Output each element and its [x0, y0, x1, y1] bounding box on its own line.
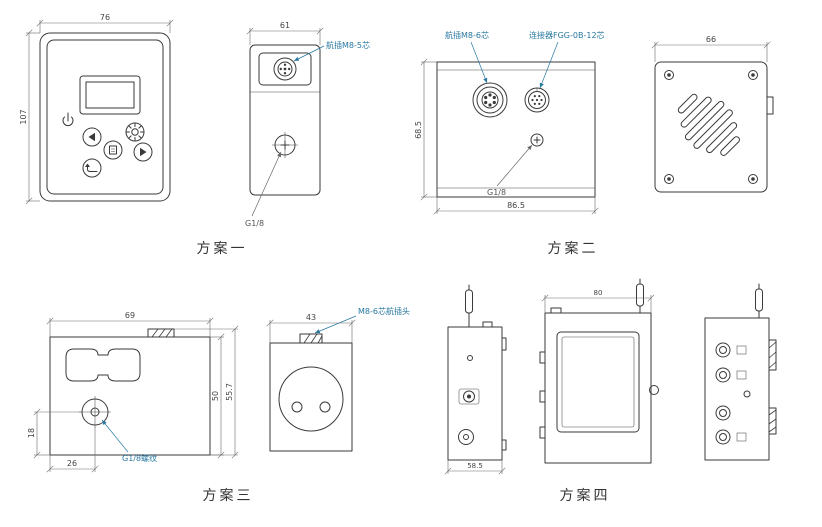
p2-front-height-dimension: 68.5 [414, 58, 437, 201]
return-button [82, 158, 102, 178]
side-tab [766, 96, 774, 115]
panel-connector-icon [458, 388, 480, 405]
p2-connector2-label: 连接器FGG-0B-12芯 [529, 30, 605, 40]
p4-left-width-dimension: 58.5 [444, 460, 506, 475]
p1-connector-label: 航插M8-5芯 [326, 40, 370, 50]
p3-front-total-height-text: 55.7 [225, 383, 234, 401]
m8-connector-icon [273, 57, 297, 81]
p3-port-x-dimension: 26 [46, 427, 99, 473]
corner-screw-icon [664, 70, 758, 184]
p2-port-leader [496, 144, 533, 187]
power-icon [62, 112, 74, 126]
buzzer-icon [458, 429, 474, 445]
antenna-icon [755, 283, 763, 319]
vent-slots [677, 93, 740, 156]
m8-6pin-connector-icon [472, 82, 508, 118]
side-tab [539, 426, 546, 439]
p1-port-label: G1/8 [245, 219, 264, 228]
p2-side-width-text: 66 [706, 35, 716, 44]
label-plate [736, 370, 747, 380]
display-screen [556, 331, 640, 433]
side-tab [539, 390, 546, 403]
g18-threaded-port-icon [79, 396, 111, 428]
p3-connector-label: M8-6芯航插头 [358, 306, 410, 316]
antenna-icon [465, 284, 473, 328]
p1-front-height-dimension: 107 [19, 29, 40, 205]
socket-face-icon [278, 366, 344, 432]
label-plate [736, 432, 747, 442]
p2-side-width-dimension: 66 [651, 35, 771, 62]
p3-side-width-dimension: 43 [266, 313, 356, 343]
proposal1-front-view: 76 107 [19, 13, 174, 205]
p3-port-leader [101, 419, 129, 453]
handle-cutout [65, 348, 141, 382]
display-screen [79, 75, 141, 115]
p3-port-x-text: 26 [67, 459, 77, 468]
indicator-led-icon [467, 355, 473, 361]
p1-side-width-text: 61 [280, 21, 290, 30]
proposal4-left-view: 58.5 [444, 284, 507, 475]
proposal4-front-view: 80 [539, 278, 659, 464]
p2-connector1-label: 航插M8-6芯 [445, 30, 489, 40]
edge-connector-block [768, 339, 777, 371]
p1-port-leader [251, 151, 282, 217]
p3-connector-leader [314, 315, 357, 334]
p2-front-width-text: 86.5 [507, 201, 525, 210]
proposal3-side-view: M8-6芯航插头 43 [266, 306, 410, 452]
proposal2-side-view: 66 [651, 35, 774, 193]
p2-connector1-leader [470, 41, 488, 84]
p1-front-height-text: 107 [19, 109, 28, 124]
p3-front-height-text: 50 [211, 391, 220, 401]
p4-left-width-text: 58.5 [467, 462, 483, 470]
top-tab [482, 321, 493, 328]
proposal1-side-view: 航插M8-5芯 G1/8 61 [245, 21, 370, 228]
indicator-led-icon [743, 390, 751, 398]
p1-connector-leader [293, 45, 325, 62]
p3-port-offset-dimension: 18 [27, 408, 82, 459]
p3-front-width-dimension: 69 [46, 311, 214, 337]
p4-front-width-dimension: 80 [541, 289, 655, 313]
antenna-icon [636, 278, 644, 314]
p4-front-width-text: 80 [594, 289, 603, 297]
p1-front-width-text: 76 [100, 13, 110, 22]
settings-gear-button [125, 122, 145, 142]
p3-port-offset-text: 18 [27, 428, 36, 438]
proposal4-right-view [704, 283, 777, 461]
proposal2-title: 方案二 [548, 240, 599, 257]
p2-front-height-text: 68.5 [414, 121, 423, 139]
p3-front-height-dimension: 50 [210, 333, 225, 459]
proposal3-title: 方案三 [203, 487, 254, 504]
p3-front-width-text: 69 [125, 311, 135, 320]
left-arrow-button [82, 127, 102, 147]
side-tab [539, 351, 546, 364]
p1-side-width-dimension: 61 [246, 21, 324, 45]
proposal3-front-view: G1/8螺纹 69 50 55.7 18 [27, 311, 239, 473]
top-connector-block [147, 328, 175, 338]
g18-port-icon [272, 132, 298, 158]
proposal4-title: 方案四 [560, 487, 611, 504]
menu-button [103, 140, 123, 160]
side-tab [501, 337, 507, 351]
p3-front-total-height-dimension: 55.7 [174, 325, 239, 459]
side-knob-icon [649, 385, 659, 395]
proposal1-title: 方案一 [197, 240, 248, 257]
round-connector-icon [715, 342, 731, 445]
p1-front-width-dimension: 76 [36, 13, 174, 33]
p3-port-label: G1/8螺纹 [122, 453, 157, 463]
right-arrow-button [133, 142, 153, 162]
p2-connector2-leader [539, 41, 559, 89]
g18-port-icon [530, 133, 544, 147]
label-plate [736, 345, 747, 355]
edge-connector-block [768, 407, 777, 435]
side-tab [501, 439, 507, 451]
proposal2-front-view: 航插M8-6芯 连接器FGG-0B-12芯 G1/8 68.5 86.5 [414, 30, 605, 215]
p3-side-width-text: 43 [306, 313, 316, 322]
fgg-12pin-connector-icon [524, 87, 550, 113]
top-connector-block [299, 333, 323, 344]
top-tab [550, 307, 562, 314]
p2-port-label: G1/8 [487, 188, 506, 197]
p2-front-width-dimension: 86.5 [433, 197, 599, 215]
